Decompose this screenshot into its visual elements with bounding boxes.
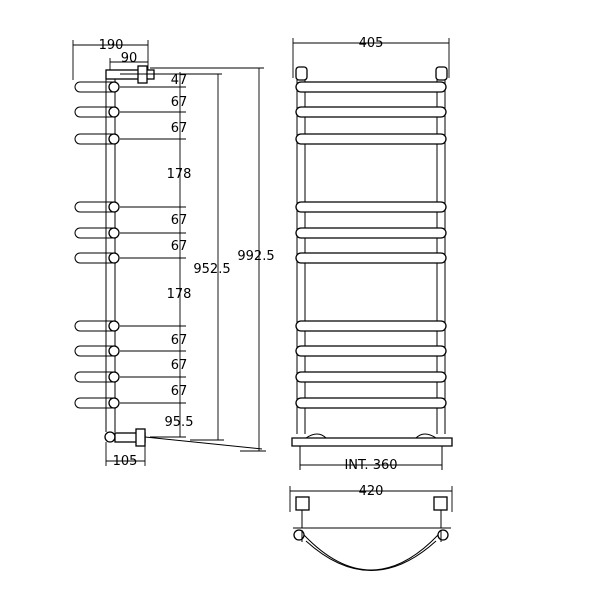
- dim-spacing: 95.5: [165, 415, 194, 430]
- dim-height-inner: 952.5: [193, 262, 230, 277]
- top-view: 420: [289, 484, 453, 571]
- dim-base-width: 105: [113, 454, 138, 469]
- dim-top-width: 420: [359, 484, 384, 499]
- dim-spacing: 67: [171, 95, 188, 110]
- front-view: 405 INT. 360: [291, 36, 453, 473]
- side-view: 190 90: [72, 38, 275, 469]
- dim-spacing: 178: [167, 167, 192, 182]
- dim-front-width: 405: [359, 36, 384, 51]
- dim-spacing: 67: [171, 213, 188, 228]
- dim-spacing: 47: [171, 73, 188, 88]
- front-bars: [295, 81, 447, 409]
- dim-width-inner: 90: [121, 51, 138, 66]
- side-bars: [74, 81, 120, 409]
- dim-spacing: 67: [171, 121, 188, 136]
- dim-chain-ticks: [120, 73, 186, 438]
- dim-spacing: 67: [171, 333, 188, 348]
- dim-spacing: 67: [171, 384, 188, 399]
- dim-height-total: 992.5: [237, 249, 274, 264]
- dim-internal-width: INT. 360: [344, 458, 397, 473]
- dim-width-total: 190: [99, 38, 124, 53]
- dim-spacing: 178: [167, 287, 192, 302]
- dim-spacing: 67: [171, 239, 188, 254]
- dim-spacing: 67: [171, 358, 188, 373]
